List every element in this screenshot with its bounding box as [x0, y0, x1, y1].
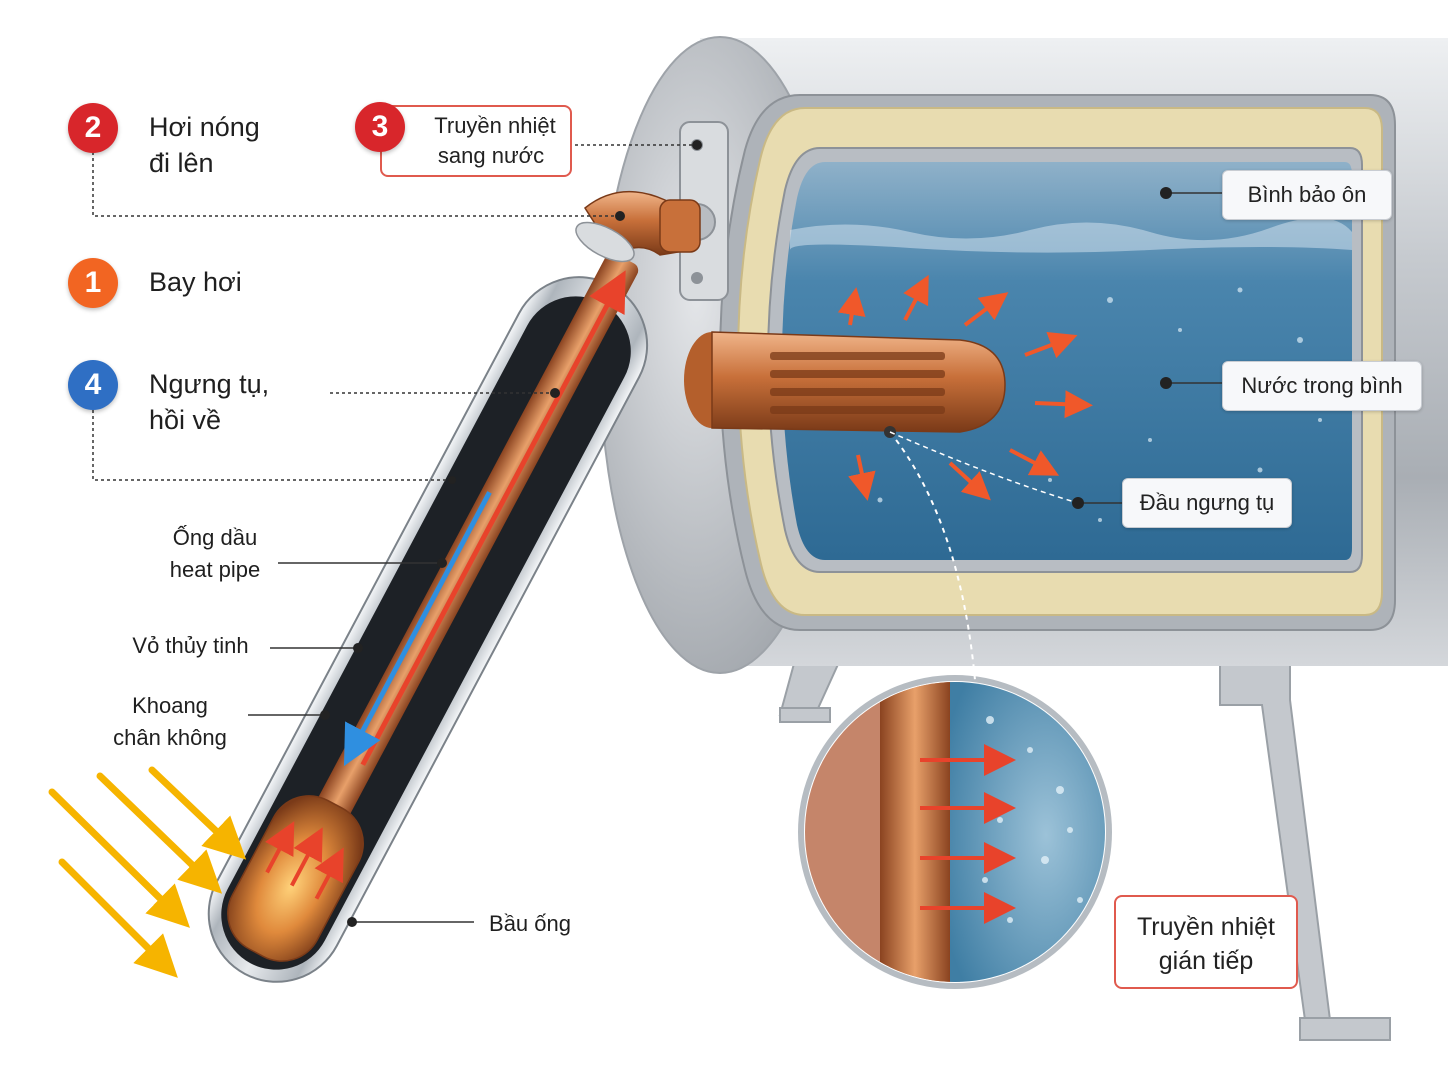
step-2-vapour-rises: 2 Hơi nóng đi lên — [68, 103, 260, 181]
zoom-connector — [889, 431, 976, 681]
label-bulb: Bầu ống — [489, 911, 571, 936]
step-2-text: Hơi nóng đi lên — [149, 112, 260, 178]
bulb-heat-arrows — [265, 821, 344, 900]
pipe-elbow — [575, 190, 701, 263]
tag-condenser: Đầu ngưng tụ — [1122, 478, 1292, 528]
label-heat-pipe: Ống dầu heat pipe — [169, 525, 261, 582]
step-1-text: Bay hơi — [149, 267, 242, 297]
condenser-head — [684, 331, 1006, 433]
tag-water: Nước trong bình — [1222, 361, 1422, 411]
step-3-box: Truyền nhiệt sang nước — [380, 105, 572, 177]
step-4-text: Ngưng tụ, hồi về — [149, 369, 270, 435]
heat-radiation-arrows — [837, 274, 1093, 501]
zoom-detail — [798, 426, 1112, 989]
leader-dots — [320, 140, 1172, 927]
step-1-evaporation: 1 Bay hơi — [68, 258, 242, 308]
tag-insulated-tank: Bình bảo ôn — [1222, 170, 1392, 220]
tank-water — [782, 162, 1352, 560]
condenser-slots — [770, 352, 945, 414]
step-3-heat-transfer: 3 — [355, 102, 405, 152]
label-vacuum: Khoang chân không — [113, 693, 227, 750]
indirect-transfer-box: Truyền nhiệt gián tiếp — [1114, 895, 1298, 989]
water-bubbles — [877, 287, 1322, 523]
condensate-return-arrow — [343, 491, 492, 767]
label-glass-shell: Vỏ thủy tinh — [132, 633, 249, 658]
hot-vapour-arrow — [360, 270, 626, 766]
evacuated-tube — [207, 253, 649, 983]
sun-rays — [48, 766, 247, 978]
step-1-badge: 1 — [68, 258, 118, 308]
leader-lines — [92, 144, 1222, 923]
step-4-condense-return: 4 Ngưng tụ, hồi về — [68, 360, 269, 438]
step-4-badge: 4 — [68, 360, 118, 410]
water-surface — [790, 217, 1352, 253]
step-3-badge: 3 — [355, 102, 405, 152]
step-2-badge: 2 — [68, 103, 118, 153]
